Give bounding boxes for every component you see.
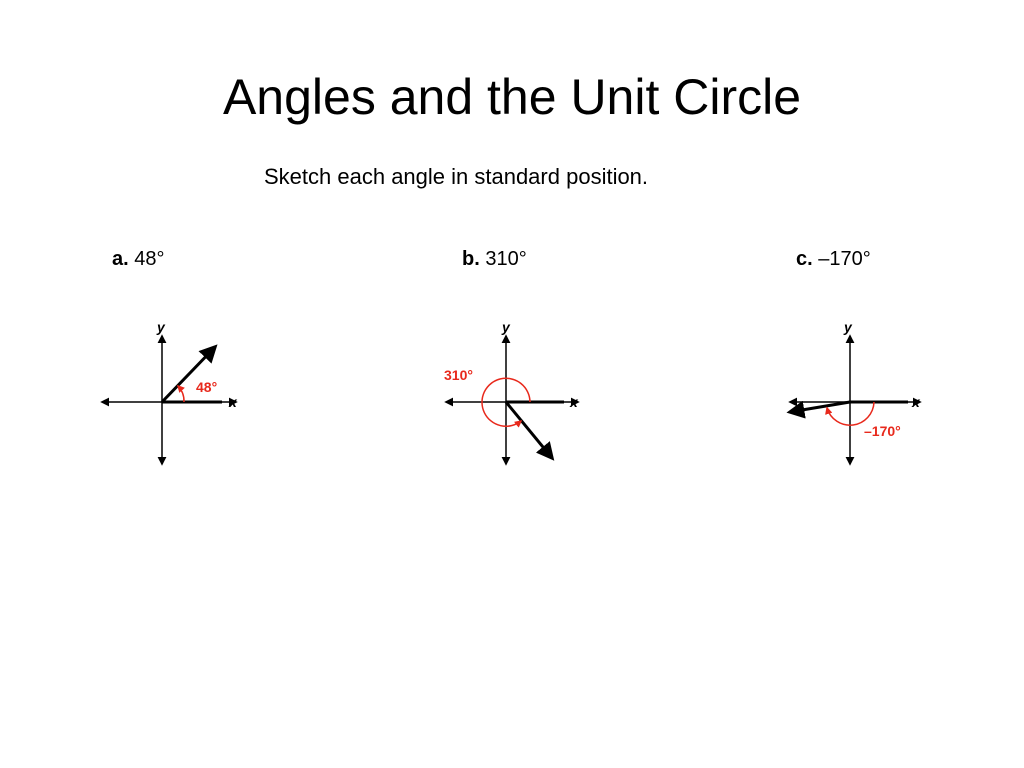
angle-arc (481, 377, 531, 428)
diagram-c: x y –170° (786, 318, 956, 468)
page-title: Angles and the Unit Circle (222, 69, 802, 125)
problem-letter: c. (796, 248, 813, 270)
angle-label: –170° (864, 423, 901, 439)
x-axis-label: x (569, 394, 579, 410)
problem-letter: b. (462, 248, 480, 270)
problem-letter: a. (112, 248, 129, 270)
angle-arc (176, 384, 185, 403)
diagram-b: x y 310° (442, 318, 612, 468)
instruction-text: Sketch each angle in standard position. (264, 164, 649, 189)
diagram-a: x y 48° (98, 318, 268, 468)
y-axis-label: y (843, 319, 853, 335)
problem-angle: 48° (134, 248, 165, 270)
terminal-side (786, 400, 851, 419)
terminal-side (160, 344, 218, 404)
problem-angle: –170° (818, 248, 871, 270)
problem-angle: 310° (485, 248, 527, 270)
y-axis-label: y (501, 319, 511, 335)
y-axis-label: y (156, 319, 166, 335)
problem-b-label: b. 310° (462, 248, 527, 271)
angle-label: 310° (444, 367, 473, 383)
diagram-c-svg: x y –170° (786, 319, 922, 466)
angle-label: 48° (196, 379, 217, 395)
diagram-a-svg: x y 48° (100, 319, 238, 466)
problem-a-label: a. 48° (112, 248, 165, 271)
angle-arc (825, 401, 875, 426)
terminal-side (504, 401, 555, 461)
diagram-b-svg: x y 310° (444, 319, 580, 466)
problem-c-label: c. –170° (796, 248, 871, 271)
x-axis-label: x (911, 394, 921, 410)
x-axis-label: x (228, 394, 238, 410)
